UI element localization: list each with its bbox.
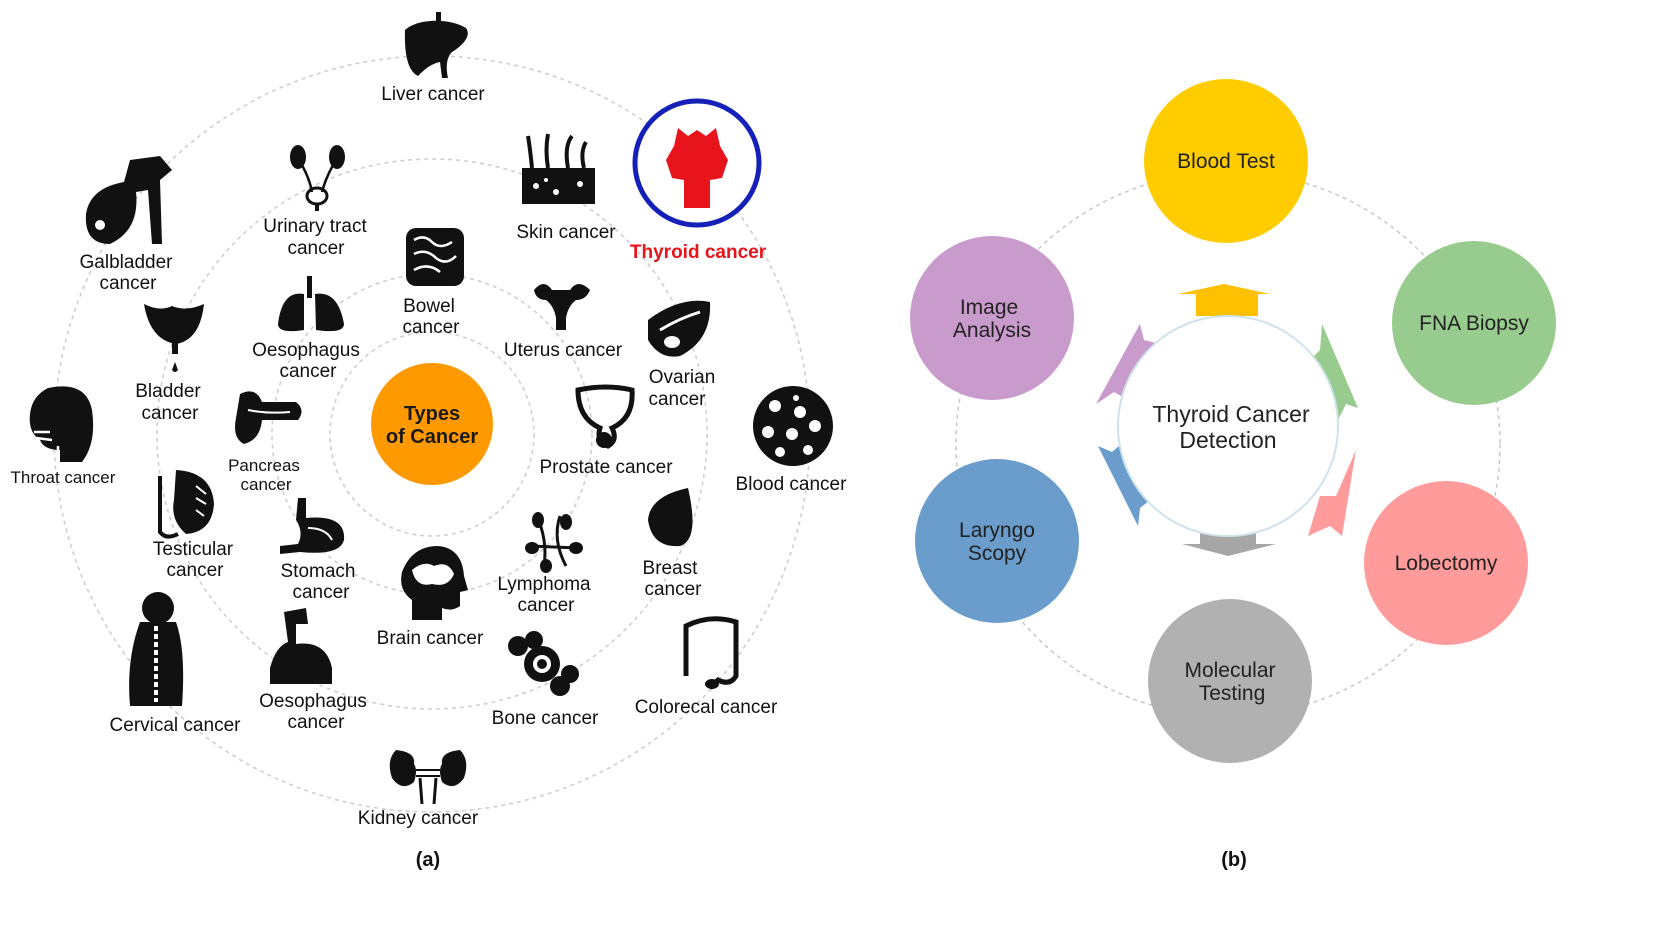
pancreas-icon [235,391,302,444]
molecular-testing-label-1: Molecular [1184,659,1275,682]
lymphoma-icon [525,512,583,573]
urinary-tract-icon [290,145,345,211]
breast-label-1: Breast [643,558,699,579]
image-analysis-label-2: Analysis [953,319,1031,342]
oesophagus-2-label-2: cancer [287,712,345,733]
arrow-upper-left [1096,324,1160,404]
testicular-icon [158,470,214,539]
lymphoma-label-2: cancer [517,595,575,616]
inner-ring [329,331,535,537]
blood-label: Blood cancer [736,474,848,495]
bladder-icon [144,304,204,372]
laryngo-scopy-label-2: Scopy [968,542,1027,565]
pancreas-label-2: cancer [240,475,291,494]
image-analysis-label-1: Image [960,296,1018,319]
prostate-icon [575,384,635,449]
ovarian-icon [648,300,711,357]
image-analysis-node [910,236,1074,400]
skin-label: Skin cancer [516,222,616,243]
cervical-icon [129,592,184,706]
thyroid-label: Thyroid cancer [630,242,767,263]
arrow-lower-left [1098,440,1150,526]
lobectomy-node [1364,481,1528,645]
ovarian-label-1: Ovarian [649,367,716,388]
throat-label: Throat cancer [11,468,116,487]
center-title-line2: of Cancer [386,426,478,448]
oesophagus-icon [270,608,332,684]
hub-label-1: Thyroid Cancer [1152,401,1310,427]
ovarian-label-2: cancer [648,389,706,410]
pancreas-label-1: Pancreas [228,456,300,475]
kidney-icon [389,750,467,805]
uterus-icon [534,284,590,330]
breast-label-2: cancer [644,579,702,600]
bladder-label-2: cancer [141,403,199,424]
urinary-label-1: Urinary tract [263,216,367,237]
galbladder-label-2: cancer [99,273,157,294]
bowel-icon [406,228,464,286]
kidney-label: Kidney cancer [358,808,479,829]
blood-icon [753,386,833,466]
laryngo-scopy-node [915,459,1079,623]
liver-icon [404,12,468,78]
thyroid-icon [666,128,728,208]
panel-a-caption: (a) [416,849,440,871]
brain-icon [401,546,468,620]
bone-label: Bone cancer [492,708,599,729]
lobectomy-label: Lobectomy [1395,552,1498,575]
brain-label: Brain cancer [377,628,484,649]
center-circle [371,363,493,485]
galbladder-label-1: Galbladder [80,252,174,273]
panel-a: Types of Cancer Liver cancer Thyroid can… [11,12,848,871]
breast-icon [648,488,693,547]
bowel-label-1: Bowel [403,296,455,317]
testicular-label-1: Testicular [153,539,234,560]
blood-test-node [1144,79,1308,243]
blood-test-label: Blood Test [1177,150,1275,173]
galbladder-icon [85,156,172,244]
stomach-icon [280,498,345,554]
molecular-testing-node [1148,599,1312,763]
stomach-label-1: Stomach [281,561,356,582]
prostate-label: Prostate cancer [539,457,673,478]
skin-icon [522,133,595,204]
laryngo-scopy-label-1: Laryngo [959,519,1035,542]
arrow-bottom [1182,528,1276,556]
hub-label-2: Detection [1179,427,1276,453]
throat-icon [29,386,94,462]
stomach-label-2: cancer [292,582,350,603]
colorectal-icon [683,616,739,690]
fna-biopsy-label: FNA Biopsy [1419,312,1529,335]
uterus-label: Uterus cancer [504,340,623,361]
lymphoma-label-1: Lymphoma [497,574,591,595]
molecular-testing-label-2: Testing [1199,682,1266,705]
colorectal-label: Colorecal cancer [635,697,778,718]
bladder-label-1: Bladder [135,381,201,402]
arrow-top [1178,284,1270,316]
lungs-icon [278,276,344,332]
ring-3 [156,158,708,710]
bone-icon [508,631,579,696]
panel-b: Thyroid Cancer Detection Blood Test FNA … [910,79,1556,871]
oesophagus-2-label-1: Oesophagus [259,691,367,712]
oesophagus-1-label-1: Oesophagus [252,340,360,361]
cervical-label: Cervical cancer [110,715,242,736]
center-title-line1: Types [404,403,460,425]
panel-b-caption: (b) [1221,849,1247,871]
urinary-label-2: cancer [287,238,345,259]
liver-label: Liver cancer [381,84,485,105]
oesophagus-1-label-2: cancer [279,361,337,382]
arrow-lower-right [1308,450,1356,536]
testicular-label-2: cancer [166,560,224,581]
fna-biopsy-node [1392,241,1556,405]
bowel-label-2: cancer [402,317,460,338]
arrow-upper-right [1310,324,1358,420]
hub-circle [1117,315,1339,537]
